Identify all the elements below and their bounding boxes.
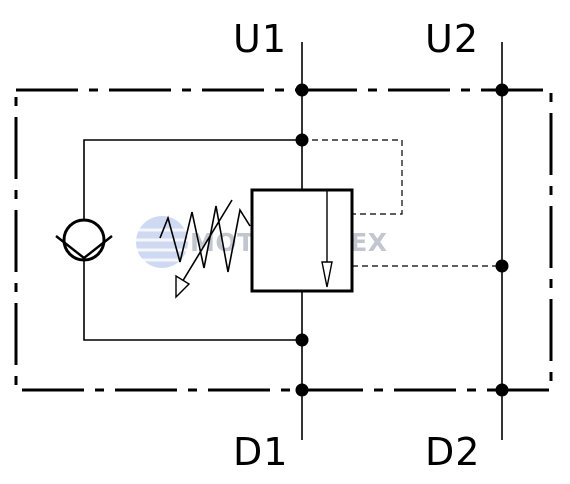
- junction-dot: [495, 383, 509, 397]
- pilot-line-upper: [302, 139, 403, 215]
- spring-adjust-arrowhead: [175, 274, 191, 299]
- spool-flow-arrowhead: [321, 261, 333, 288]
- junction-dot: [295, 133, 309, 147]
- port-label-d1: D1: [233, 430, 288, 474]
- junction-dot: [495, 259, 509, 273]
- valve-spool-box: [250, 188, 354, 293]
- check-valve-ball: [62, 218, 106, 262]
- junction-dot: [295, 333, 309, 347]
- port-label-d2: D2: [425, 430, 480, 474]
- junction-dot: [495, 83, 509, 97]
- junction-dot: [295, 383, 309, 397]
- check-valve-seat: [55, 235, 113, 260]
- junction-dot: [295, 83, 309, 97]
- port-label-u2: U2: [425, 17, 479, 61]
- spring-icon: [159, 205, 251, 273]
- spring-adjust-arrow: [175, 199, 233, 293]
- globe-icon: [136, 216, 188, 268]
- valve-enclosure: [14, 88, 553, 392]
- port-label-u1: U1: [233, 17, 287, 61]
